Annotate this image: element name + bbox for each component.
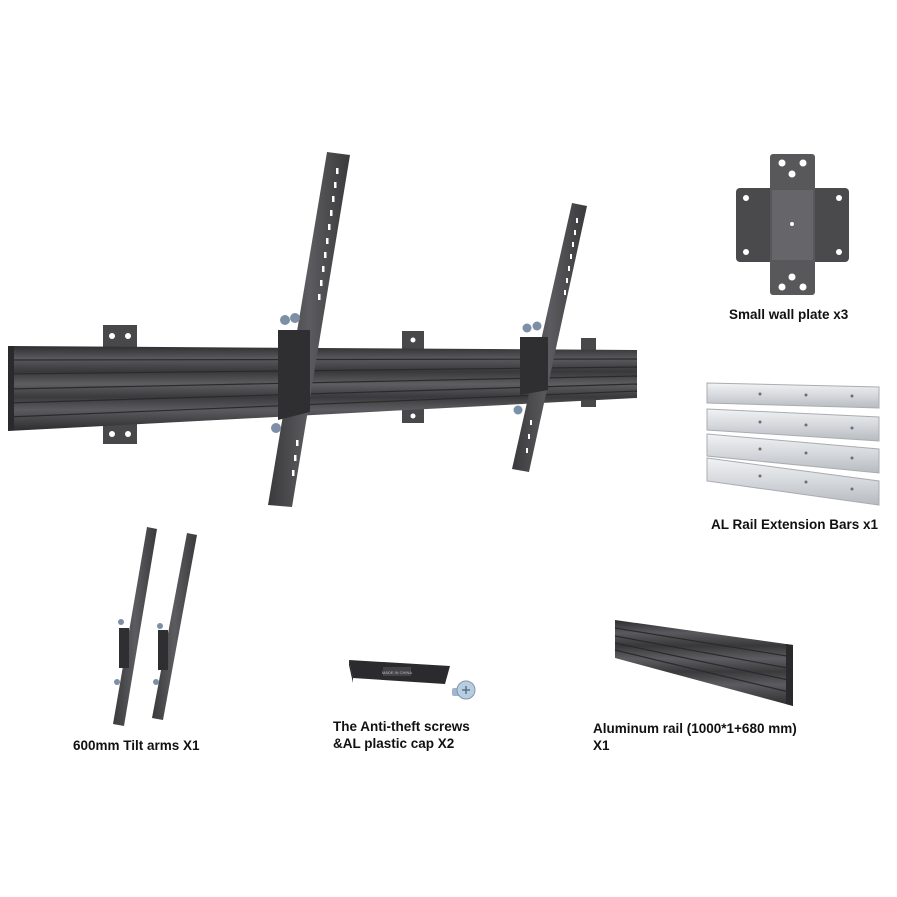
label-anti-theft-screws-line1: The Anti-theft screws — [333, 719, 470, 734]
label-extension-bars: AL Rail Extension Bars x1 — [711, 516, 878, 533]
al-rail-extension-bars — [706, 382, 880, 506]
cap-imprint: MADE IN CHINA — [382, 670, 413, 675]
label-small-wall-plate-text: Small wall plate x3 — [729, 307, 849, 322]
loose-tilt-arms — [113, 527, 197, 726]
tilt-arm-right — [512, 203, 587, 472]
main-rail — [8, 346, 637, 431]
label-anti-theft-screws-line2: &AL plastic cap X2 — [333, 736, 455, 751]
main-rail-assembly — [7, 152, 638, 507]
aluminum-rail — [614, 620, 794, 706]
label-anti-theft-screws: The Anti-theft screws &AL plastic cap X2 — [333, 718, 470, 752]
label-tilt-arms: 600mm Tilt arms X1 — [73, 737, 200, 754]
tilt-arm-left — [268, 152, 350, 507]
label-small-wall-plate: Small wall plate x3 — [729, 306, 848, 323]
anti-theft-screw — [452, 680, 476, 700]
label-tilt-arms-text: 600mm Tilt arms X1 — [73, 738, 200, 753]
label-aluminum-rail-line2: X1 — [593, 738, 610, 753]
label-aluminum-rail-line1: Aluminum rail (1000*1+680 mm) — [593, 721, 797, 736]
small-wall-plate — [736, 154, 849, 295]
plastic-cap: MADE IN CHINA — [349, 660, 450, 684]
rail-wall-plates — [103, 325, 596, 444]
label-aluminum-rail: Aluminum rail (1000*1+680 mm) X1 — [593, 720, 797, 754]
label-extension-bars-text: AL Rail Extension Bars x1 — [711, 517, 879, 532]
